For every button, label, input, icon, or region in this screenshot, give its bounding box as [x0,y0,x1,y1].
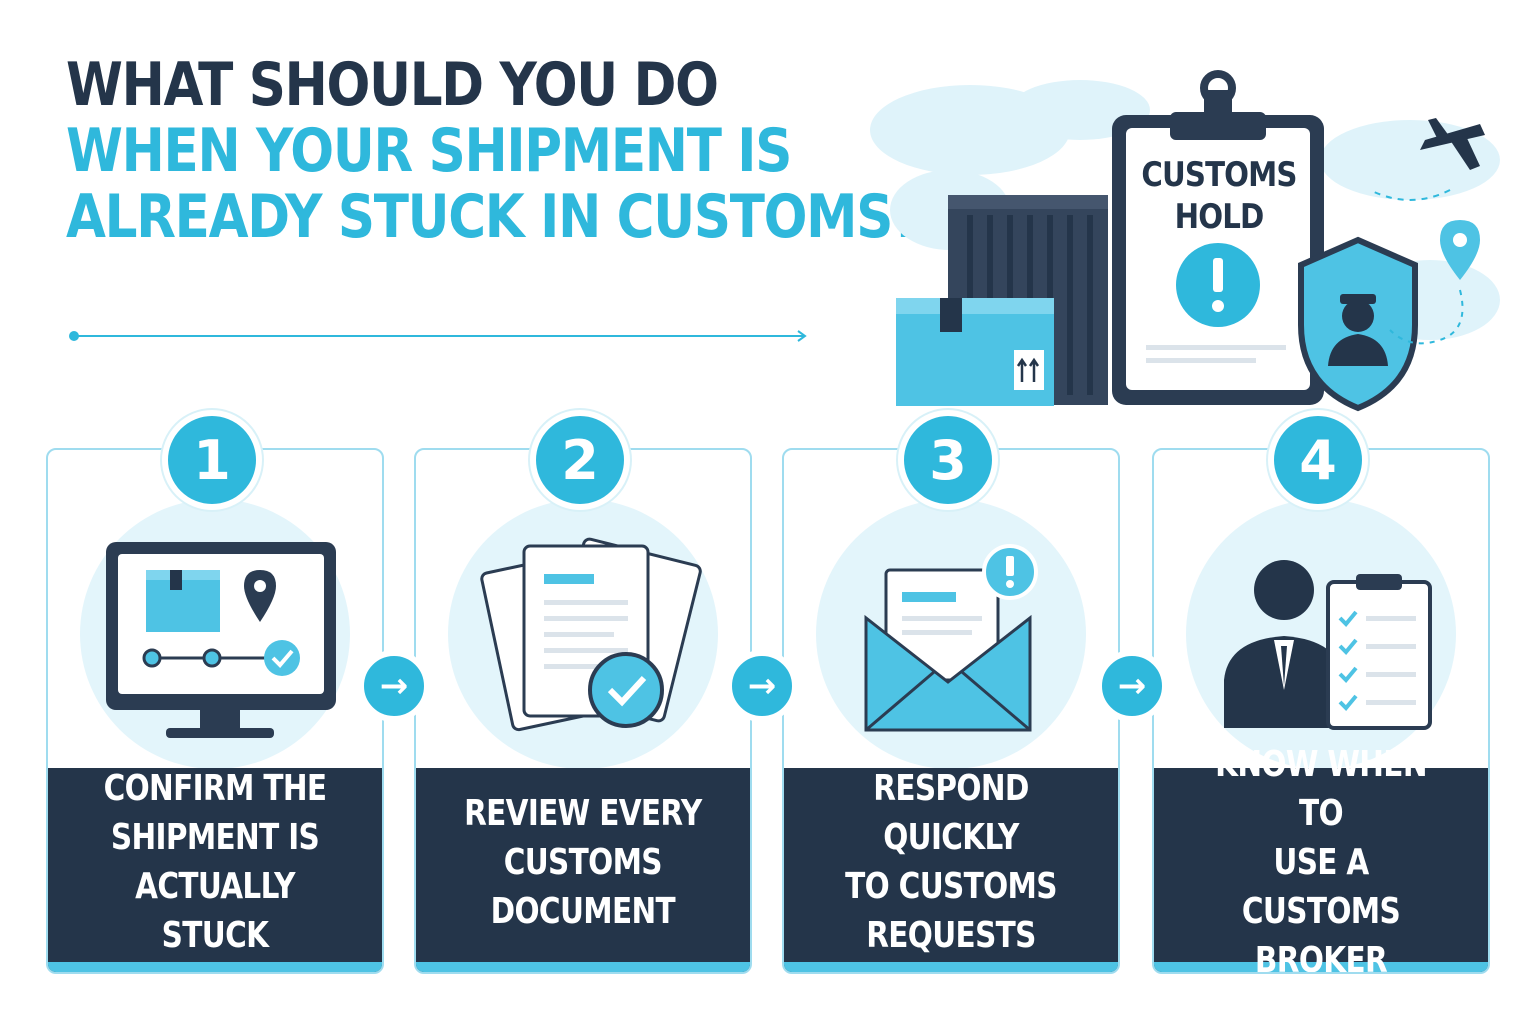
step-3-label: RESPOND QUICKLY TO CUSTOMS REQUESTS [784,768,1118,972]
step-1-label: CONFIRM THE SHIPMENT IS ACTUALLY STUCK [48,768,382,972]
headline-divider-arrow [69,330,807,342]
customs-hold-illustration [870,70,1500,412]
headline-line-3: ALREADY STUCK IN CUSTOMS? [66,182,922,252]
arrow-right-icon: → [358,650,430,722]
customs-hold-label: CUSTOMS HOLD [1141,155,1297,237]
location-pin-icon [1440,220,1480,280]
step-2-label: REVIEW EVERY CUSTOMS DOCUMENT [416,768,750,972]
customs-officer-shield-icon [1298,236,1418,412]
step-card-1: CONFIRM THE SHIPMENT IS ACTUALLY STUCK [46,448,384,974]
arrow-right-icon: → [1096,650,1168,722]
step-card-4: KNOW WHEN TO USE A CUSTOMS BROKER [1152,448,1490,974]
broker-checklist-icon [1186,499,1456,768]
arrow-right-icon: → [726,650,798,722]
package-box-icon [896,298,1054,406]
monitor-tracking-icon [80,499,350,768]
headline-line-2: WHEN YOUR SHIPMENT IS [66,116,792,186]
clipboard-icon [1112,70,1324,405]
step-card-2: REVIEW EVERY CUSTOMS DOCUMENT [414,448,752,974]
headline-line-1: WHAT SHOULD YOU DO [66,50,719,120]
step-number-badge-3: 3 [898,410,998,510]
step-card-3: RESPOND QUICKLY TO CUSTOMS REQUESTS [782,448,1120,974]
step-number-badge-2: 2 [530,410,630,510]
headline: WHAT SHOULD YOU DO WHEN YOUR SHIPMENT IS… [66,50,922,252]
airplane-icon [1420,118,1485,170]
step-number-badge-1: 1 [162,410,262,510]
documents-check-icon [448,499,718,768]
step-4-label: KNOW WHEN TO USE A CUSTOMS BROKER [1154,744,1488,972]
step-number-badge-4: 4 [1268,410,1368,510]
envelope-alert-icon [816,499,1086,768]
